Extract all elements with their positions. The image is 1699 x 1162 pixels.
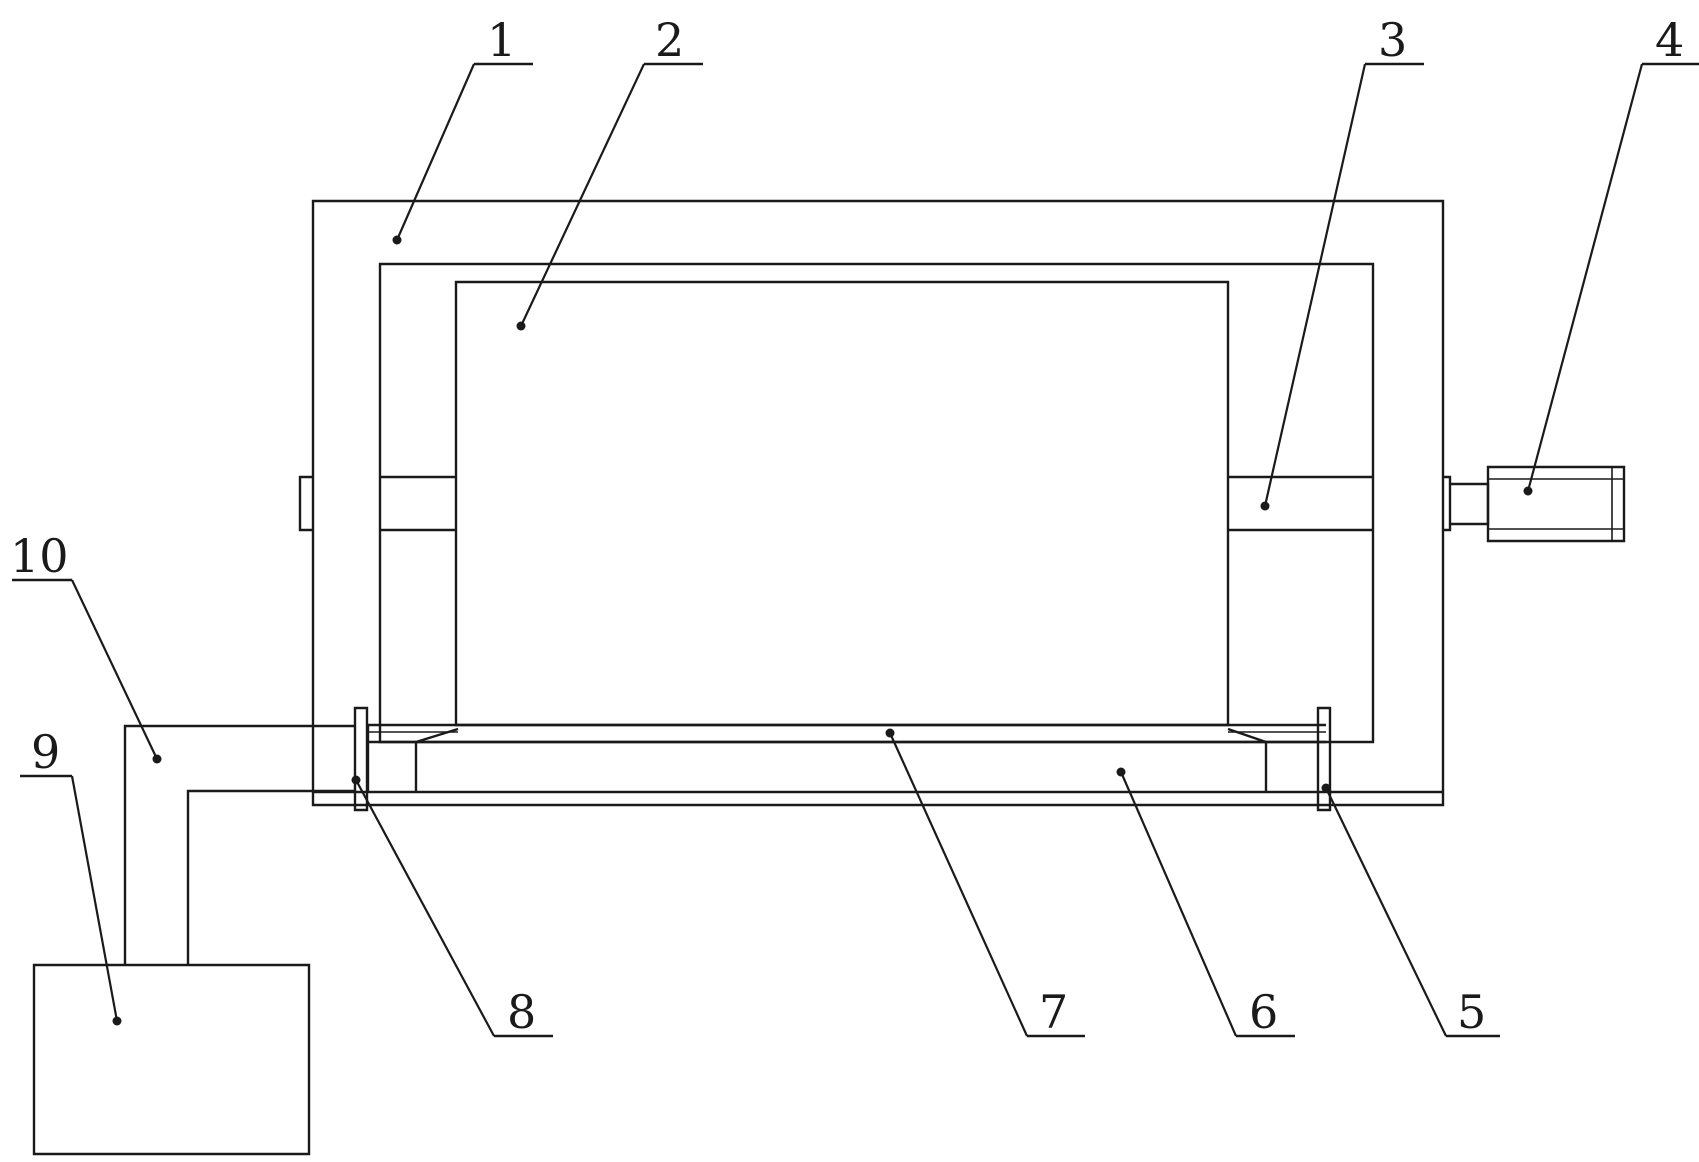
- pipe: [123, 724, 355, 965]
- bottom-tray: [313, 723, 1443, 794]
- callout-4: 4: [1655, 13, 1684, 67]
- callout-10: 10: [10, 529, 69, 583]
- motor: [1450, 465, 1626, 543]
- side-posts: [353, 706, 1332, 812]
- callout-3: 3: [1378, 13, 1407, 67]
- callout-7: 7: [1039, 985, 1068, 1039]
- shaft: [298, 475, 1452, 532]
- callout-8: 8: [507, 985, 536, 1039]
- callout-1: 1: [487, 13, 516, 67]
- callout-6: 6: [1249, 985, 1278, 1039]
- callout-2: 2: [655, 13, 684, 67]
- callout-underlines: [12, 62, 1699, 1038]
- callout-5: 5: [1457, 985, 1486, 1039]
- leader-lines: [70, 63, 1644, 1037]
- callout-9: 9: [31, 725, 60, 779]
- inner-drum: [454, 280, 1230, 727]
- callout-labels: 1 2 3 4 5 6 7 8 9 10: [10, 13, 1684, 1039]
- tank: [32, 963, 311, 1156]
- outer-frame: [311, 199, 1445, 807]
